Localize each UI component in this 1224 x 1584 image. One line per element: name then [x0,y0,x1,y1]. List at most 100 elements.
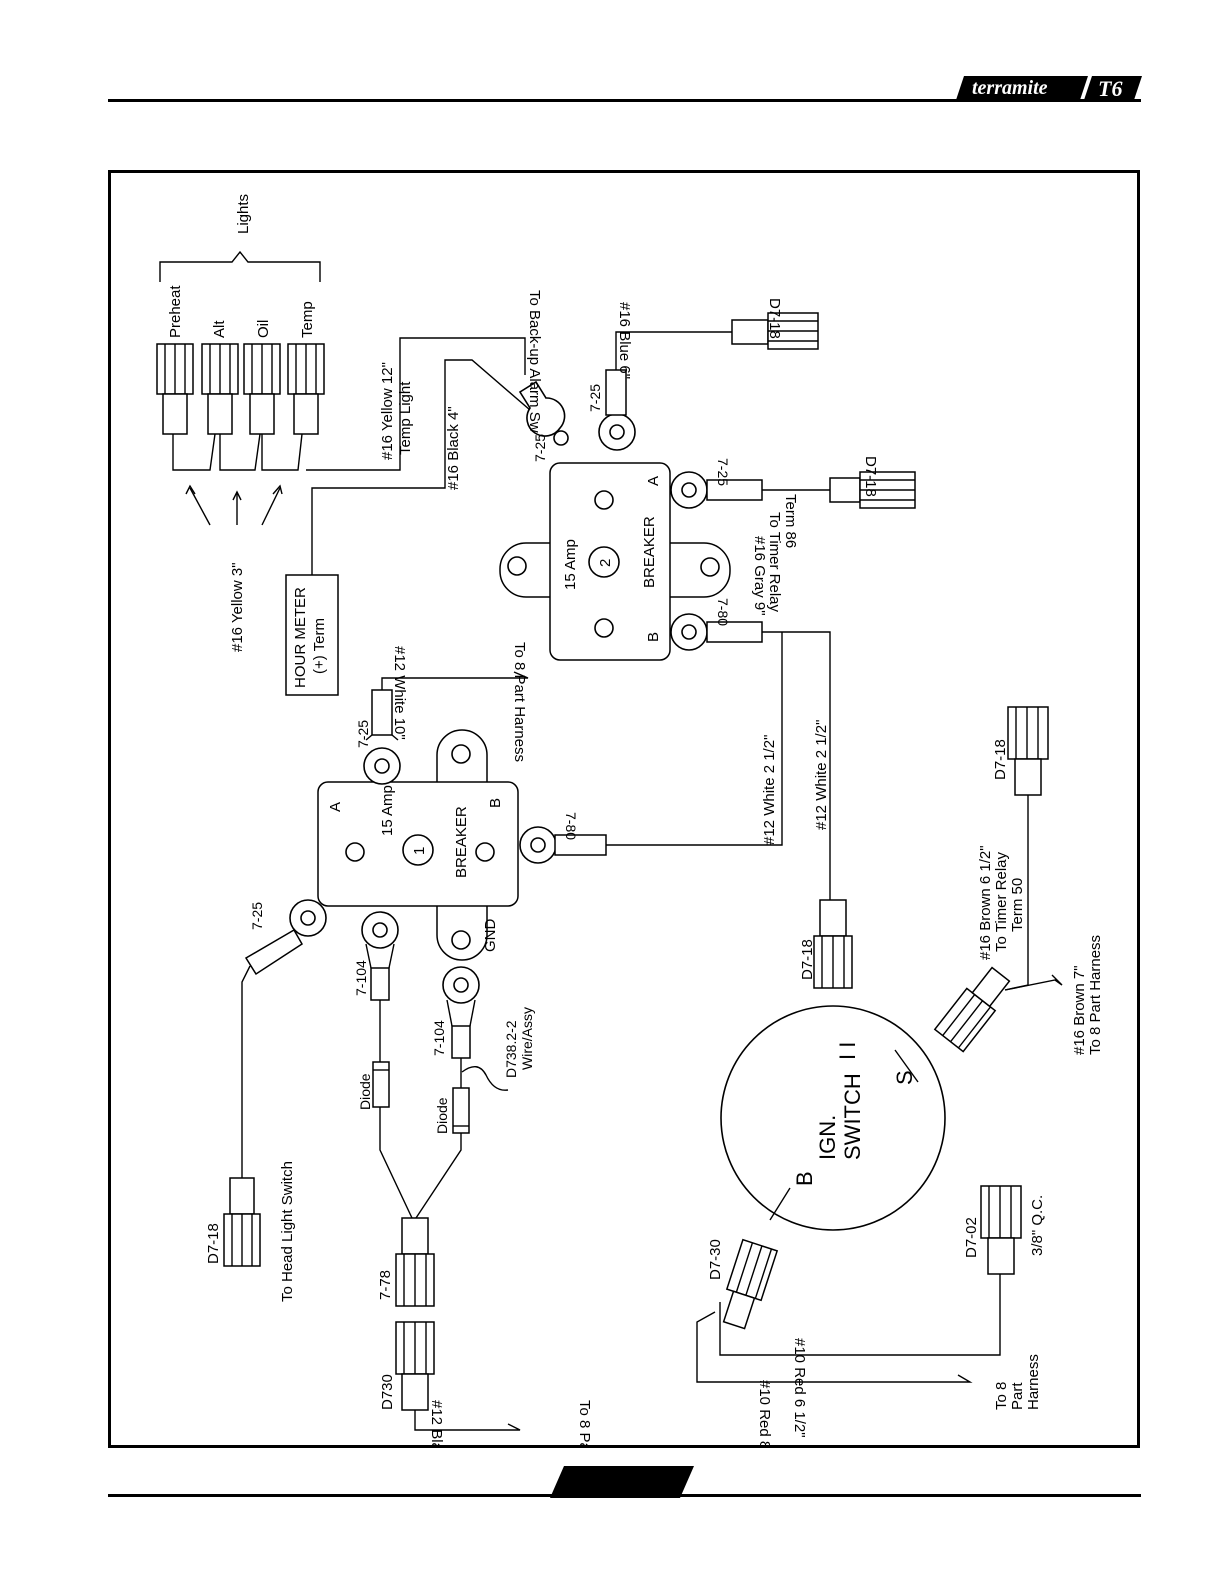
ring-terminal-7-80-top [670,613,763,651]
white-10-label: #12 White 10" [391,646,408,740]
breaker1-term-a: A [327,802,344,812]
gray-9-label: #16 Gray 9" [751,536,768,616]
alt-light-connector: Alt [201,320,239,435]
terramite-logo: terramite T6 [956,76,1142,101]
d730-label-switch: D7-30 [707,1239,724,1280]
ignition-switch: IGN. SWITCH B I I S [720,1005,946,1231]
brown-6half-line3: Term 50 [1009,878,1026,932]
wiring-diagram: Lights Preheat Alt Oil Temp [156,194,1104,1445]
black-9-label: #12 Black 9" [428,1400,445,1445]
temp-light-label: Temp Light [397,381,414,455]
white-2half-label-b: #12 White 2 1/2" [813,720,830,830]
p7104-label-a: 7-104 [353,960,369,996]
preheat-light-connector: Preheat [156,285,194,435]
breaker2-term-a: A [645,476,662,486]
p7104-label-b: 7-104 [431,1020,447,1056]
header-rule [108,99,1141,102]
ring-terminal-7-25-headlight [244,899,327,976]
switch-line1: IGN. [815,1115,840,1160]
qc-label: 3/8" Q.C. [1029,1195,1046,1256]
diode-right [452,1087,470,1134]
brown-6half-line1: #16 Brown 6 1/2" [977,845,994,960]
alt-label: Alt [211,320,228,338]
ring-terminal-7-25-top: 7-25 [587,369,636,451]
breaker-1: 1 15 Amp BREAKER A B GND [317,729,519,961]
d718-label-brown: D7-18 [992,739,1009,780]
diode-label-right: Diode [434,1097,450,1134]
connector-d730 [395,1321,435,1411]
breaker2-amp: 15 Amp [562,539,579,590]
to-8-part-white-label: To 8 Part Harness [511,642,528,762]
breaker2-term-b: B [645,632,662,642]
d718-label-gray: D7-18 [862,456,879,497]
p780-label-a: 7-80 [715,598,731,626]
hour-meter-line1: HOUR METER [292,587,309,688]
blue-6-label: #16 Blue 6" [616,302,633,379]
connector-d7-02 [980,1185,1022,1275]
d718-label-headlight: D7-18 [205,1223,222,1264]
term-86-label: Term 86 [782,494,799,548]
preheat-label: Preheat [167,285,184,338]
ring-terminal-7-104-right [442,966,480,1059]
page-number-tab [550,1466,694,1498]
switch-term-i: I I [835,1042,860,1060]
ring-terminal-7-80-b1 [519,826,607,864]
hour-meter: HOUR METER (+) Term [285,574,339,696]
temp-light-connector: Temp [287,301,325,435]
switch-s-connector [933,966,1011,1053]
d718-label-blue: D7-18 [766,298,783,339]
ring-terminal-7-25-b1-top [363,689,401,785]
red-6half-label: #10 Red 6 1/2" [791,1338,808,1438]
red-8-label: #10 Red 8" [756,1380,773,1445]
white-wire-d7-18-connector [813,899,853,989]
p725-label-e: 7-25 [249,902,265,930]
connector-7-78 [395,1217,435,1307]
ring-terminal-7-25-right [670,471,763,509]
yellow-3-label: #16 Yellow 3" [229,562,246,652]
breaker1-label: BREAKER [453,806,470,878]
lights-label: Lights [235,194,252,234]
to-8-part-red-line3: Harness [1025,1354,1042,1410]
brown-7-line2: To 8 Part Harness [1087,935,1104,1055]
wire-assy-line2: Wire/Assy [519,1007,535,1070]
to-8-part-black-label: To 8 Part Harness [576,1400,593,1445]
model-mark: T6 [1098,76,1122,101]
d718-label-white: D7-18 [799,939,816,980]
d702-label: D7-02 [963,1217,980,1258]
breaker1-term-b: B [487,798,504,808]
breaker1-gnd: GND [482,919,499,953]
diagram-frame [108,170,1140,1448]
timer-relay-86-label: To Timer Relay [766,512,783,613]
blue-wire-d7-18-connector [731,312,819,350]
gray-wire-d7-18-connector [829,471,916,509]
yellow-12-label: #16 Yellow 12" [379,362,396,460]
p725-label-b: 7-25 [587,384,603,412]
switch-line2: SWITCH [840,1073,865,1160]
footer-rule [108,1494,1141,1497]
white-2half-label-a: #12 White 2 1/2" [761,735,778,845]
headlight-d7-18-connector [223,1177,261,1267]
p780-label-b: 7-80 [563,812,579,840]
breaker1-amp: 15 Amp [379,785,396,836]
wire-assy-line1: D738.2-2 [503,1020,519,1078]
oil-label: Oil [255,320,272,338]
p725-label-d: 7-25 [355,720,371,748]
breaker1-number: 1 [411,847,428,855]
connector-d7-30 [722,1238,779,1330]
breaker2-number: 2 [597,559,614,567]
breaker2-label: BREAKER [641,516,658,588]
lights-group: Lights Preheat Alt Oil Temp [156,194,325,652]
to-8-part-red-line2: Part [1009,1382,1026,1410]
p725-label-c: 7-25 [715,458,731,486]
p778-label: 7-78 [377,1270,394,1300]
switch-term-s: S [892,1070,917,1085]
head-light-label: To Head Light Switch [279,1161,296,1302]
breaker-2: 2 15 Amp BREAKER A B [499,462,731,661]
switch-term-b: B [792,1171,817,1186]
p725-label-a: 7-25 [532,434,548,462]
oil-light-connector: Oil [243,320,281,435]
temp-label: Temp [299,301,316,338]
black-4-label: #16 Black 4" [445,406,462,490]
logo-text: terramite [972,77,1048,99]
diode-label-left: Diode [357,1073,373,1110]
